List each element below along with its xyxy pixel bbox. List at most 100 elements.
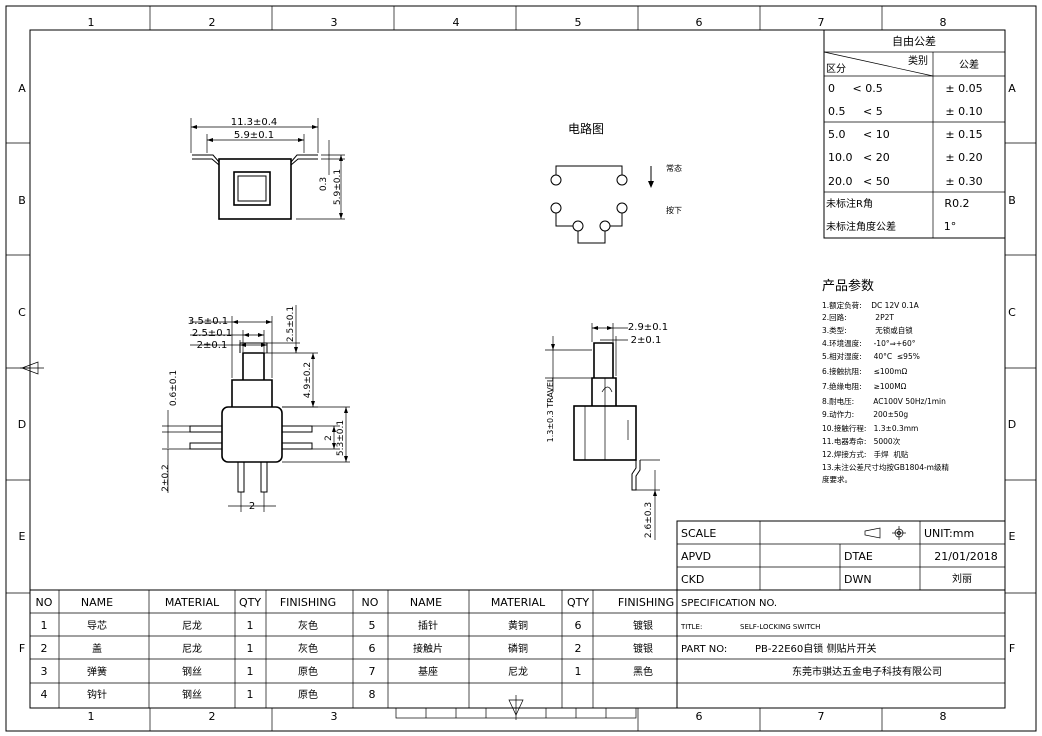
tolerance-table: 自由公差 类别 区分 公差 0 < 0.5 ± 0.05 0.5 < 5 ± 0… (823, 29, 1006, 239)
drawer-name: 刘丽 (952, 573, 972, 585)
param-line-8: 8.耐电压: AC100V 50Hz/1min (822, 396, 946, 406)
bom-cell-r2-c6: 6 (369, 642, 376, 655)
bom-cell-r2-c4: 1 (247, 642, 254, 655)
tol-value-4: ± 0.30 (945, 175, 982, 188)
terminal-4 (616, 202, 628, 214)
tolerance-header-category: 类别 (908, 54, 928, 67)
col-label-4: 4 (453, 16, 460, 29)
col-label-1: 1 (88, 16, 95, 29)
bom-header-material-2: MATERIAL (491, 596, 546, 609)
bom-cell-r4-c1: 4 (41, 688, 48, 701)
param-line-12: 12.焊接方式: 手焊 机贴 (822, 449, 909, 459)
bom-cell-r3-c9: 1 (575, 665, 582, 678)
label-normal: 常态 (666, 163, 682, 173)
apvd-label: APVD (681, 550, 711, 563)
tol-range-2: 5.0 < 10 (828, 128, 890, 141)
tolerance-title: 自由公差 (892, 34, 936, 48)
bom-cell-r1-c3: 尼龙 (182, 619, 202, 632)
bom-cell-r2-c10: 镀银 (633, 642, 653, 655)
tol-value-3: ± 0.20 (945, 151, 982, 164)
bom-cell-r1-c10: 镀银 (633, 619, 653, 632)
product-params: 产品参数 1.额定负荷: DC 12V 0.1A 2.回路: 2P2T 3.类型… (822, 278, 949, 484)
bom-header-name-2: NAME (410, 596, 442, 609)
row-label-f-right: F (1009, 642, 1015, 655)
col-label-8-bottom: 8 (940, 710, 947, 723)
contact-normal (555, 165, 623, 175)
terminal-2 (616, 174, 628, 186)
param-line-10: 10.接触行程: 1.3±0.3mm (822, 423, 918, 433)
bom-cell-r4-c5: 原色 (298, 688, 318, 701)
bom-cell-r1-c6: 5 (369, 619, 376, 632)
dim-front-c: 2±0.1 (197, 340, 228, 351)
dim-front-j: 2 (249, 501, 255, 512)
dim-top-height: 5.9±0.1 (333, 169, 343, 205)
row-label-a-right: A (1008, 82, 1016, 95)
param-line-14: 度要求。 (822, 474, 852, 484)
param-line-5: 5.相对湿度: 40°C ≤95% (822, 351, 920, 361)
dim-front-i: 2±0.2 (161, 464, 171, 492)
bom-cell-r2-c2: 盖 (92, 642, 102, 655)
dim-front-b: 2.5±0.1 (192, 328, 232, 339)
tol-range-3: 10.0 < 20 (828, 151, 890, 164)
bom-header-no-2: NO (362, 596, 379, 609)
param-line-4: 4.环境温度: -10°⇒+60° (822, 338, 916, 348)
dim-front-h: 5.3±0.1 (336, 420, 346, 456)
bom-cell-r3-c1: 3 (41, 665, 48, 678)
outer-frame (5, 5, 1037, 732)
bom-header-finishing: FINISHING (280, 596, 336, 609)
row-label-e-right: E (1009, 530, 1016, 543)
bom-cell-r1-c5: 灰色 (298, 619, 318, 632)
tol-value-5: R0.2 (944, 197, 969, 210)
bom-cell-r1-c7: 插针 (418, 619, 438, 632)
terminal-6 (599, 220, 611, 232)
bom-header-finishing-2: FINISHING (618, 596, 674, 609)
bom-header-qty: QTY (239, 596, 261, 609)
row-label-e: E (19, 530, 26, 543)
dim-front-g: 2 (324, 435, 334, 441)
param-line-6: 6.接触抗阻: ≤100mΩ (822, 366, 908, 376)
col-label-6-bottom: 6 (696, 710, 703, 723)
bom-cell-r3-c10: 黑色 (633, 665, 653, 678)
terminal-3 (550, 202, 562, 214)
row-label-d: D (18, 418, 26, 431)
tol-range-6: 未标注角度公差 (826, 220, 896, 233)
params-title: 产品参数 (822, 278, 874, 294)
col-label-6: 6 (696, 16, 703, 29)
row-label-a: A (18, 82, 26, 95)
bom-cell-r3-c2: 弹簧 (87, 665, 107, 678)
dim-front-f: 0.6±0.1 (169, 370, 179, 406)
col-label-7: 7 (818, 16, 825, 29)
tol-range-5: 未标注R角 (826, 197, 873, 210)
part-value: PB-22E60自锁 侧贴片开关 (755, 642, 876, 655)
dim-front-d: 2.5±0.1 (286, 306, 296, 342)
bom-cell-r2-c7: 接触片 (413, 642, 443, 655)
dim-top-thickness: 0.3 (319, 177, 329, 191)
terminal-5 (572, 220, 584, 232)
bom-cell-r3-c3: 钢丝 (182, 665, 202, 678)
param-line-2: 2.回路: 2P2T (822, 312, 894, 322)
title-value: SELF-LOCKING SWITCH (740, 623, 820, 631)
side-travel-label: 1.3±0.3 TRAVEL (546, 377, 555, 442)
col-label-1-bottom: 1 (88, 710, 95, 723)
label-pressed: 按下 (666, 205, 682, 215)
col-label-3: 3 (331, 16, 338, 29)
top-view: 11.3±0.4 5.9±0.1 0.3 5.9±0.1 (190, 117, 345, 220)
tolerance-header-range: 区分 (826, 63, 846, 75)
bom-cell-r2-c3: 尼龙 (182, 642, 202, 655)
col-label-5: 5 (575, 16, 582, 29)
circuit-title: 电路图 (568, 121, 604, 136)
bom-cell-r3-c6: 7 (369, 665, 376, 678)
projection-symbol-icon (864, 526, 906, 540)
bom-cell-r3-c4: 1 (247, 665, 254, 678)
row-label-c-right: C (1008, 306, 1016, 319)
bom-cell-r1-c4: 1 (247, 619, 254, 632)
dim-top-overall: 11.3±0.4 (231, 117, 278, 128)
bom-cell-r4-c4: 1 (247, 688, 254, 701)
col-label-8: 8 (940, 16, 947, 29)
bom-header-material: MATERIAL (165, 596, 220, 609)
param-line-7: 7.绝缘电阻: ≥100MΩ (822, 381, 907, 391)
tol-range-0: 0 < 0.5 (828, 82, 883, 95)
bom-cell-r4-c3: 钢丝 (182, 688, 202, 701)
row-label-d-right: D (1008, 418, 1016, 431)
